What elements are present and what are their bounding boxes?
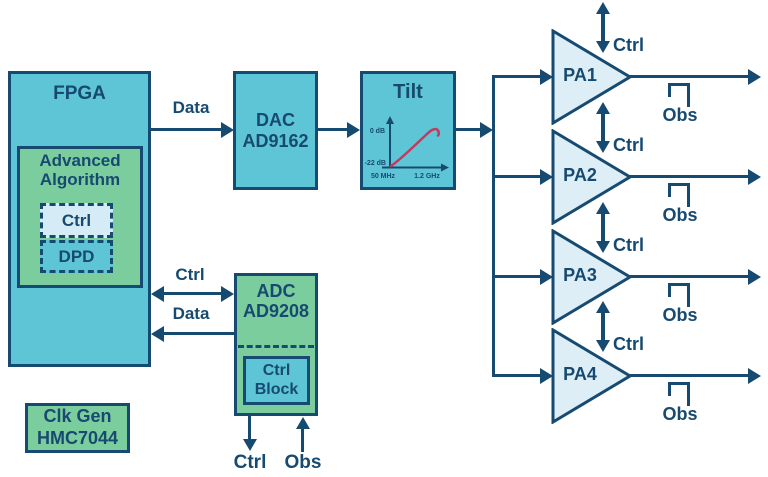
fpga-adc-ctrl-left-arrowhead-icon [151, 286, 164, 302]
pa-ctrl-up-arrowhead-icon [596, 2, 610, 14]
pa-ctrl-down-arrowhead-icon [596, 340, 610, 352]
advanced-algorithm-title-line1: Advanced [39, 151, 121, 170]
fpga-adc-ctrl-arrow-line [163, 292, 223, 295]
pa-input-arrowhead-icon [540, 169, 553, 185]
adc-ctrl-out-arrow-line [248, 416, 251, 440]
tilt-block [360, 71, 456, 190]
pa-output-arrowhead-icon [748, 169, 761, 185]
adc-obs-in-label: Obs [284, 452, 322, 473]
adc-ctrl-block-line1: Ctrl [262, 362, 291, 380]
dac-name: DAC [256, 109, 295, 130]
tilt-bus-arrow-line [456, 128, 481, 131]
fpga-dac-arrow-line [151, 128, 223, 131]
advanced-algorithm-title-line2: Algorithm [39, 169, 121, 189]
dac-tilt-arrowhead-icon [347, 122, 360, 138]
pa-output-line [628, 175, 749, 178]
ctrl-dashed-box-label: Ctrl [61, 210, 92, 230]
pa-ctrl-label: Ctrl [613, 235, 644, 255]
pa-obs-label: Obs [662, 404, 698, 424]
pa-output-arrowhead-icon [748, 269, 761, 285]
pa-obs-tap-icon [668, 83, 690, 107]
dac-block: DAC AD9162 [233, 71, 318, 190]
pa-amplifier-icon [551, 129, 633, 225]
plot-xmax-label: 1.2 GHz [414, 173, 440, 180]
pa-input-line [492, 75, 542, 78]
pa-input-arrowhead-icon [540, 368, 553, 384]
fpga-adc-ctrl-label: Ctrl [175, 265, 205, 284]
pa-label: PA1 [563, 65, 597, 85]
adc-fpga-data-label: Data [172, 304, 210, 323]
pa-amplifier-icon [551, 29, 633, 125]
pa-obs-label: Obs [662, 205, 698, 225]
pa-input-arrowhead-icon [540, 269, 553, 285]
pa-ctrl-label: Ctrl [613, 334, 644, 354]
plot-xmin-label: 50 MHz [371, 173, 396, 180]
plot-y-axis-arrowhead-icon [386, 116, 394, 124]
adc-ctrl-out-label: Ctrl [233, 452, 267, 473]
pa-amplifier-icon [551, 229, 633, 325]
adc-fpga-data-arrow-line [163, 332, 234, 335]
pa-output-arrowhead-icon [748, 69, 761, 85]
pa-output-arrowhead-icon [748, 368, 761, 384]
pa-obs-tap-icon [668, 382, 690, 406]
pa-input-line [492, 275, 542, 278]
dpd-dashed-box: DPD [40, 240, 113, 273]
adc-ctrl-block-line2: Block [254, 380, 299, 398]
clk-gen-part-number: HMC7044 [36, 428, 119, 448]
pa-ctrl-down-arrowhead-icon [596, 141, 610, 153]
pa-output-line [628, 75, 749, 78]
clk-gen-block: Clk Gen HMC7044 [25, 403, 130, 453]
pa-input-line [492, 374, 542, 377]
fpga-title: FPGA [53, 83, 106, 104]
adc-obs-in-arrow-line [301, 429, 304, 452]
pa-obs-label: Obs [662, 105, 698, 125]
adc-name: ADC [256, 281, 296, 301]
adc-part-number: AD9208 [242, 300, 310, 321]
dpd-dashed-box-label: DPD [58, 246, 95, 266]
adc-dashed-divider [238, 345, 314, 348]
fpga-dac-arrowhead-icon [221, 122, 234, 138]
pa-output-line [628, 275, 749, 278]
tilt-title: Tilt [393, 81, 423, 103]
pa-obs-label: Obs [662, 305, 698, 325]
pa-obs-tap-icon [668, 283, 690, 307]
adc-ctrl-out-arrowhead-icon [243, 439, 257, 451]
splitter-bus-line [492, 75, 495, 377]
dac-part-number: AD9162 [242, 130, 309, 151]
plot-ymin-label: -22 dB [365, 160, 386, 167]
pa-amplifier-icon [551, 328, 633, 424]
plot-ymax-label: 0 dB [370, 128, 385, 135]
pa-output-line [628, 374, 749, 377]
tilt-bus-arrowhead-icon [480, 122, 493, 138]
adc-fpga-data-arrowhead-icon [151, 326, 164, 342]
adc-ctrl-block: Ctrl Block [243, 356, 310, 405]
pa-ctrl-up-arrowhead-icon [596, 102, 610, 114]
pa-label: PA4 [563, 364, 597, 384]
tilt-response-plot: 0 dB -22 dB 50 MHz 1.2 GHz [365, 116, 449, 180]
pa-input-arrowhead-icon [540, 69, 553, 85]
ctrl-dashed-box: Ctrl [40, 203, 113, 238]
fpga-adc-ctrl-right-arrowhead-icon [221, 286, 234, 302]
clk-gen-name: Clk Gen [43, 406, 112, 427]
fpga-dac-data-label: Data [172, 98, 210, 117]
dac-tilt-arrow-line [318, 128, 348, 131]
pa-ctrl-label: Ctrl [613, 135, 644, 155]
pa-input-line [492, 175, 542, 178]
pa-label: PA3 [563, 265, 597, 285]
pa-label: PA2 [563, 165, 597, 185]
pa-ctrl-up-arrowhead-icon [596, 301, 610, 313]
pa-obs-tap-icon [668, 183, 690, 207]
pa-ctrl-down-arrowhead-icon [596, 41, 610, 53]
pa-ctrl-arrow-line [601, 213, 605, 242]
pa-ctrl-arrow-line [601, 312, 605, 341]
plot-x-axis-arrowhead-icon [441, 163, 449, 172]
pa-ctrl-down-arrowhead-icon [596, 241, 610, 253]
pa-ctrl-arrow-line [601, 113, 605, 142]
pa-ctrl-arrow-line [601, 13, 605, 42]
pa-ctrl-label: Ctrl [613, 35, 644, 55]
adc-obs-in-arrowhead-icon [296, 417, 310, 429]
tilt-gain-curve [389, 127, 441, 168]
pa-ctrl-up-arrowhead-icon [596, 202, 610, 214]
